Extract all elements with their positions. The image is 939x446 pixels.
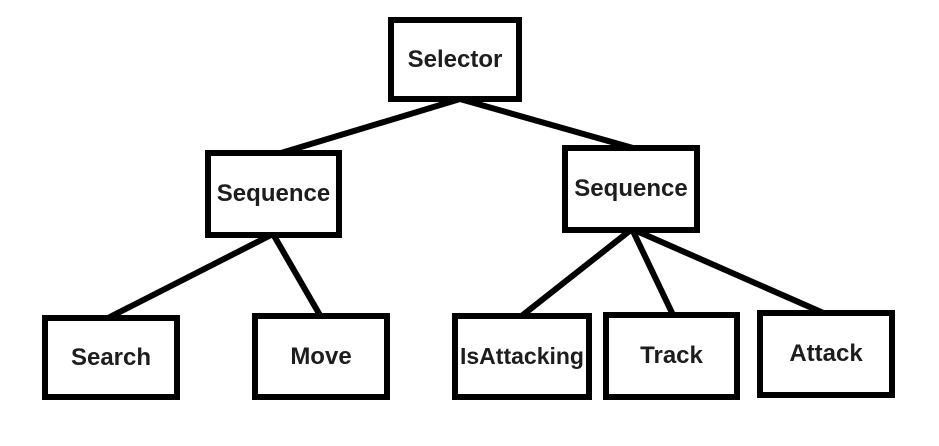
node-selector: Selector	[388, 17, 522, 102]
node-search-label: Search	[70, 343, 152, 371]
node-isattacking: IsAttacking	[452, 313, 592, 400]
edge-left-sequence-to-search	[104, 231, 275, 322]
node-sequence-right: Sequence	[562, 145, 700, 233]
node-move: Move	[252, 313, 390, 400]
node-sequence-right-label: Sequence	[574, 175, 688, 202]
node-track-label: Track	[640, 342, 703, 369]
node-search: Search	[42, 315, 180, 400]
edge-selector-to-right-sequence	[459, 96, 641, 153]
node-selector-label: Selector	[407, 45, 503, 73]
edge-selector-to-left-sequence	[280, 96, 461, 156]
edge-right-sequence-to-attack	[630, 226, 830, 318]
node-attack-label: Attack	[789, 340, 863, 367]
node-sequence-left-label: Sequence	[216, 180, 331, 207]
edge-left-sequence-to-move	[270, 232, 324, 319]
node-track: Track	[603, 312, 740, 400]
node-attack: Attack	[757, 310, 895, 398]
node-sequence-left: Sequence	[205, 150, 342, 238]
node-isattacking-label: IsAttacking	[460, 343, 584, 369]
edge-right-sequence-to-track	[629, 227, 677, 319]
edge-right-sequence-to-isattacking	[517, 226, 634, 321]
node-move-label: Move	[290, 342, 352, 370]
